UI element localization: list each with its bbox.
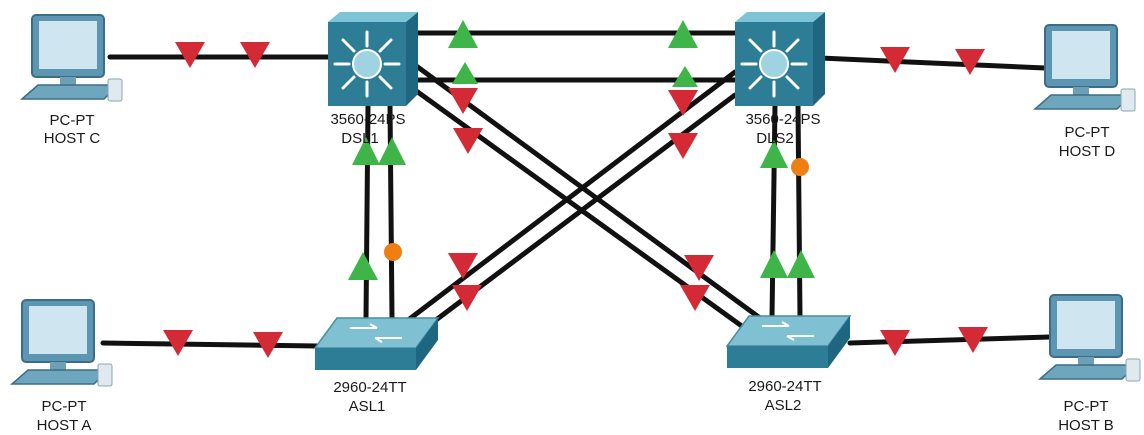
port-up-marker [352, 137, 380, 165]
port-up-marker [668, 20, 698, 48]
switch-dsl1[interactable] [328, 12, 418, 106]
port-up-marker [452, 62, 478, 84]
multilayer-switch-icon [328, 12, 418, 106]
device-labels: PC-PT HOST C PC-PT HOST D PC-PT HOST A P… [37, 111, 1116, 434]
port-down-marker [668, 90, 698, 116]
port-down-marker [448, 253, 478, 279]
port-down-marker [680, 285, 710, 311]
port-down-marker [163, 330, 193, 356]
port-blocking-marker [791, 158, 809, 176]
pc-workstation-icon [1033, 24, 1136, 112]
host-a-name-label: HOST A [37, 417, 92, 434]
port-down-marker [253, 332, 283, 358]
host-d-type-label: PC-PT [1065, 124, 1110, 141]
port-down-marker [240, 42, 270, 68]
host-a-type-label: PC-PT [42, 398, 87, 415]
host-b-type-label: PC-PT [1064, 398, 1109, 415]
asl2-name-label: ASL2 [765, 397, 802, 414]
link-dls2-asl2-a [769, 102, 778, 321]
links [100, 30, 1053, 349]
port-down-marker [175, 42, 205, 68]
port-down-marker [684, 255, 714, 281]
pc-workstation-icon [10, 299, 113, 387]
host-d-name-label: HOST D [1059, 143, 1116, 160]
port-up-marker [448, 20, 478, 48]
asl1-name-label: ASL1 [349, 398, 386, 415]
dsl1-model-label: 3560-24PS [330, 111, 405, 128]
link-dls2-asl2-b [795, 102, 803, 321]
link-dsl1-asl2-a [412, 62, 763, 321]
workgroup-switch-icon [313, 317, 440, 370]
port-down-marker [453, 128, 483, 154]
link-dls2-asl1-a [392, 69, 738, 333]
link-asl2-hostb [847, 334, 1053, 346]
pc-host-a[interactable] [10, 299, 113, 387]
dsl1-name-label: DSL1 [341, 130, 379, 147]
port-down-marker [955, 49, 985, 75]
pc-workstation-icon [20, 14, 123, 102]
dls2-model-label: 3560-24PS [745, 111, 820, 128]
workgroup-switch-icon [725, 315, 852, 368]
port-down-marker [880, 47, 910, 73]
port-up-marker [672, 66, 698, 87]
link-hosta-asl1 [100, 340, 321, 349]
pc-host-b[interactable] [1038, 294, 1141, 382]
port-up-marker [348, 252, 378, 280]
dls2-name-label: DLS2 [756, 130, 794, 147]
link-dls2-hostd [817, 55, 1048, 71]
port-up-marker [378, 137, 406, 165]
port-up-marker [760, 250, 788, 278]
port-down-marker [668, 133, 698, 159]
port-markers [163, 20, 988, 358]
port-blocking-marker [384, 243, 402, 261]
pc-host-c[interactable] [20, 14, 123, 102]
port-up-marker [760, 140, 788, 168]
port-down-marker [958, 327, 988, 353]
port-down-marker [880, 330, 910, 356]
asl2-model-label: 2960-24TT [748, 378, 821, 395]
pc-host-d[interactable] [1033, 24, 1136, 112]
asl1-model-label: 2960-24TT [333, 379, 406, 396]
switch-dls2[interactable] [735, 12, 825, 106]
port-down-marker [452, 285, 482, 311]
port-up-marker [787, 250, 815, 278]
switch-asl1[interactable] [313, 317, 440, 370]
switch-asl2[interactable] [725, 315, 852, 368]
link-dsl1-asl1-b [387, 102, 395, 321]
pc-workstation-icon [1038, 294, 1141, 382]
port-down-marker [448, 88, 478, 114]
multilayer-switch-icon [735, 12, 825, 106]
host-b-name-label: HOST B [1058, 417, 1114, 434]
host-c-type-label: PC-PT [50, 112, 95, 129]
host-c-name-label: HOST C [44, 130, 101, 147]
